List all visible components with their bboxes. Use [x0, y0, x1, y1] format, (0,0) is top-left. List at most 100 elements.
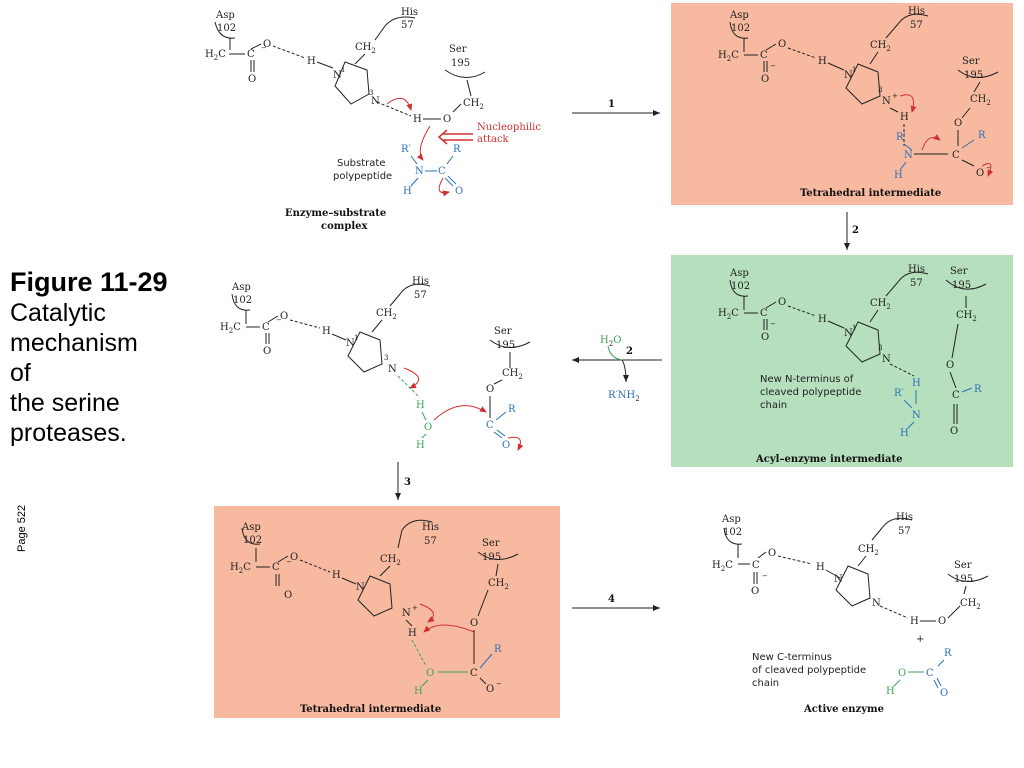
asp-label: Asp — [729, 10, 749, 21]
ser-o: O — [938, 616, 946, 627]
ser-h: H — [910, 616, 919, 627]
r-group: R — [508, 404, 516, 415]
ser-o: O — [470, 618, 478, 629]
caption-line-1: Catalytic — [10, 299, 106, 327]
h2c-label: H2C — [205, 49, 226, 62]
amine-h: H — [900, 428, 909, 439]
carboxyl-minus: − — [770, 62, 776, 70]
his-label: His — [908, 6, 925, 17]
asp-number: 102 — [731, 23, 750, 34]
substrate-r-prime: R′ — [401, 144, 412, 155]
ser-number: 195 — [496, 340, 515, 351]
carboxyl-o1: O — [263, 39, 271, 50]
n-terminus-note-2: cleaved polypeptide — [760, 387, 861, 398]
his-number: 57 — [910, 278, 923, 289]
active-enzyme-label: Active enzyme — [803, 704, 884, 715]
carboxyl-o1: O — [778, 39, 786, 50]
acyl-c: C — [486, 420, 494, 431]
oxyanion-o: O — [976, 168, 984, 179]
ring-n1-index: 1 — [852, 66, 856, 74]
acyl-o: O — [502, 440, 510, 451]
water-h: H — [414, 686, 423, 697]
his-h: H — [332, 570, 341, 581]
n-terminus-note-3: chain — [760, 400, 787, 411]
his-number: 57 — [424, 536, 437, 547]
amide-h: H — [894, 170, 903, 181]
panel-active-enzyme: Asp 102 H2C C − O O H His 57 CH2 N N H O… — [712, 512, 989, 715]
ser-label: Ser — [482, 538, 500, 549]
product-r: R — [944, 648, 952, 659]
ser-number: 195 — [964, 70, 983, 81]
carboxyl-c: C — [272, 562, 280, 573]
ser-ch2: CH2 — [488, 578, 509, 591]
water-h2: H — [416, 440, 425, 451]
ring-n3-index: 3 — [384, 354, 388, 362]
ser-ch2: CH2 — [502, 368, 523, 381]
ring-n1: N — [844, 70, 853, 81]
ring-n3-index: 3 — [369, 89, 373, 97]
acyl-enzyme-label: Acyl–enzyme intermediate — [755, 454, 903, 465]
his-h: H — [818, 56, 827, 67]
n-terminus-note-1: New N-terminus of — [760, 374, 854, 385]
ring-n3-index: 3 — [878, 344, 882, 352]
asp-number: 102 — [243, 535, 262, 546]
his-number: 57 — [401, 20, 414, 31]
ser-number: 195 — [482, 552, 501, 563]
ring-plus: + — [412, 604, 418, 612]
enzyme-substrate-label-2: complex — [321, 221, 368, 232]
step-2-down-label: 2 — [852, 225, 859, 236]
h2c-label: H2C — [712, 560, 733, 573]
his-ch2: CH2 — [376, 308, 397, 321]
ser-label: Ser — [449, 44, 467, 55]
figure-number: Figure 11-29 — [10, 267, 168, 297]
ring-n3: N — [388, 364, 397, 375]
carboxyl-o1: O — [768, 548, 776, 559]
asp-label: Asp — [721, 514, 741, 525]
ser-ch2: CH2 — [956, 310, 977, 323]
water-o: O — [424, 422, 432, 433]
products-plus: + — [916, 634, 924, 645]
attack-label: attack — [477, 134, 510, 145]
oxyanion-minus: − — [496, 680, 502, 688]
ring-n3: N — [872, 598, 881, 609]
water-label: H2O — [600, 335, 621, 348]
ser-number: 195 — [954, 574, 973, 585]
panel-tetrahedral-2-bg — [214, 506, 560, 718]
carboxyl-minus: − — [286, 558, 292, 566]
step-1-label: 1 — [608, 99, 615, 110]
substrate-h: H — [403, 186, 412, 197]
carboxyl-minus: − — [276, 316, 282, 324]
tetra-c: C — [470, 668, 478, 679]
substrate-n: N — [415, 166, 424, 177]
caption-line-2: mechanism — [10, 329, 138, 357]
his-ch2: CH2 — [870, 40, 891, 53]
product-o: O — [940, 688, 948, 699]
ser-o: O — [443, 114, 451, 125]
ser-h: H — [413, 114, 422, 125]
his-h: H — [322, 326, 331, 337]
his-label: His — [412, 276, 429, 287]
h2c-label: H2C — [718, 50, 739, 63]
ser-o: O — [486, 384, 494, 395]
his-ch2: CH2 — [380, 554, 401, 567]
substrate-note-1: Substrate — [337, 158, 385, 169]
amide-n: N — [904, 150, 913, 161]
nucleophilic-label: Nucleophilic — [477, 122, 541, 133]
carboxyl-c: C — [760, 50, 768, 61]
carboxyl-o2: O — [751, 586, 759, 597]
caption-line-3: of — [10, 359, 31, 387]
substrate-note-2: polypeptide — [333, 171, 392, 182]
his-number: 57 — [898, 526, 911, 537]
asp-label: Asp — [215, 10, 235, 21]
his-ch2: CH2 — [870, 298, 891, 311]
asp-number: 102 — [217, 23, 236, 34]
ring-plus: + — [892, 92, 898, 100]
ser-number: 195 — [451, 58, 470, 69]
panel-acyl-enzyme: Asp 102 H2C C − O O H His 57 CH2 N 1 N 3… — [718, 264, 987, 465]
substrate-c: C — [438, 166, 446, 177]
h2c-label: H2C — [220, 322, 241, 335]
his-number: 57 — [910, 20, 923, 31]
r-group: R — [978, 130, 986, 141]
ser-o: O — [946, 360, 954, 371]
